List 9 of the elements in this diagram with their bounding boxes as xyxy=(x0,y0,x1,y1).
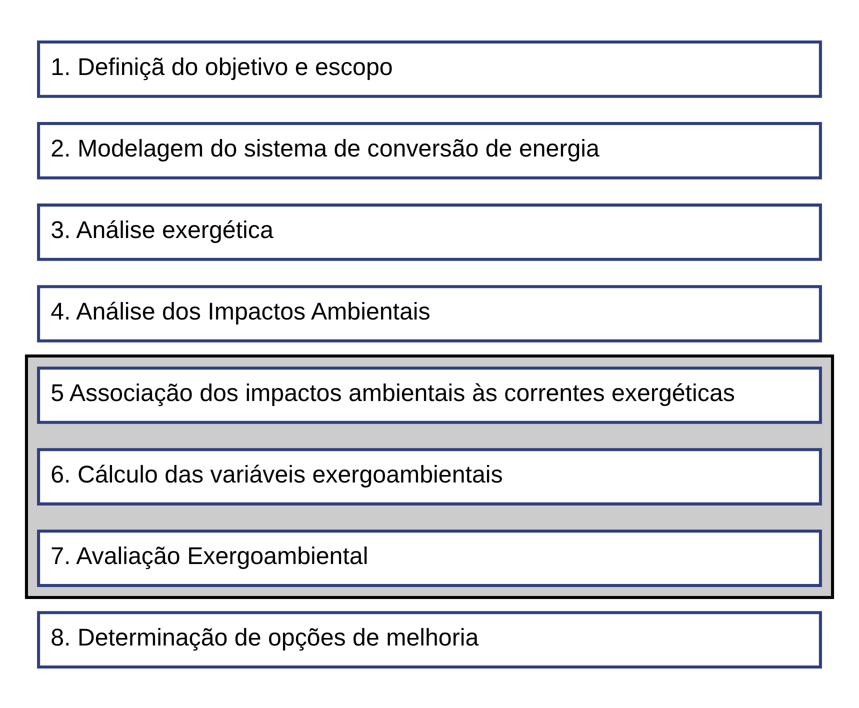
node-box: 6. Cálculo das variáveis exergoambientais xyxy=(37,448,822,505)
cluster xyxy=(24,354,834,599)
node-box: 4. Análise dos Impactos Ambientais xyxy=(37,284,822,342)
node-box: 1. Definiçã do objetivo e escopo xyxy=(37,40,822,98)
node-box: 5 Associação dos impactos ambientais às correntes exergéticas xyxy=(37,366,822,424)
node-box: 2. Modelagem do sistema de conversão de energia xyxy=(37,122,822,179)
node-box: 7. Avaliação Exergoambiental xyxy=(37,529,822,586)
node-box: 3. Análise exergética xyxy=(37,203,822,260)
node-box: 8. Determinação de opções de melhoria xyxy=(37,610,822,668)
